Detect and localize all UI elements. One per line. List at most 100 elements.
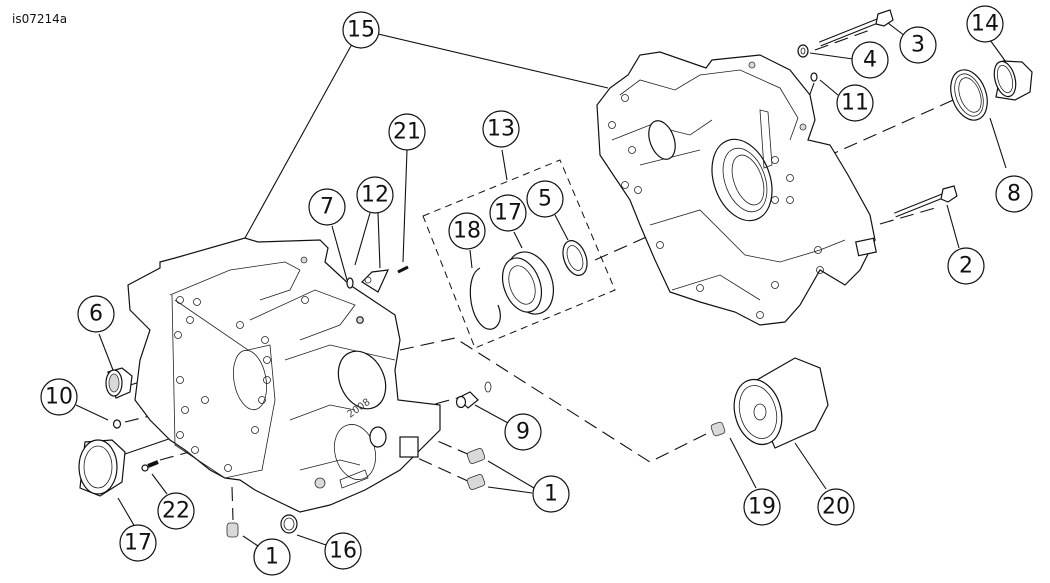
callout-10[interactable]: 10 <box>40 378 78 416</box>
callout-5[interactable]: 5 <box>526 180 564 218</box>
svg-text:3: 3 <box>911 33 925 58</box>
leader-20 <box>794 442 827 490</box>
axis-line-filter <box>399 337 719 463</box>
bolt-2 <box>894 185 958 218</box>
svg-text:1: 1 <box>265 545 279 570</box>
leader-17-bottom <box>117 497 136 528</box>
leader-7 <box>331 225 348 281</box>
right-crankcase-half <box>596 51 877 326</box>
svg-text:12: 12 <box>361 183 389 208</box>
seal-5 <box>562 240 588 276</box>
leader-9 <box>474 404 509 424</box>
axis-line-bolt2 <box>879 207 936 225</box>
svg-text:16: 16 <box>329 539 357 564</box>
svg-text:11: 11 <box>841 91 869 116</box>
callout-16[interactable]: 16 <box>324 532 362 570</box>
leader-22 <box>151 473 168 495</box>
sensor-bracket-12 <box>361 269 389 293</box>
drain-plug-16 <box>280 514 298 534</box>
callout-6[interactable]: 6 <box>77 295 115 333</box>
svg-text:22: 22 <box>162 499 190 524</box>
callout-22[interactable]: 22 <box>157 492 195 530</box>
bearing-race-14 <box>993 60 1033 101</box>
callout-3[interactable]: 3 <box>899 26 937 64</box>
callout-11[interactable]: 11 <box>836 84 874 122</box>
callout-17-top[interactable]: 17 <box>489 194 527 232</box>
svg-text:7: 7 <box>320 195 334 220</box>
callout-7[interactable]: 7 <box>308 188 346 226</box>
leader-5 <box>554 214 569 241</box>
axis-line-10 <box>124 404 196 423</box>
oil-seal-8 <box>950 69 988 121</box>
needle-bearing-6 <box>105 367 133 399</box>
leader-11 <box>819 79 839 96</box>
fitting-9 <box>455 381 492 409</box>
dowel-11 <box>810 72 818 82</box>
svg-text:10: 10 <box>45 385 73 410</box>
svg-text:17: 17 <box>494 201 522 226</box>
callout-21[interactable]: 21 <box>388 113 426 151</box>
leader-17-top <box>513 231 523 249</box>
leader-14 <box>989 39 1007 63</box>
callout-9[interactable]: 9 <box>504 413 542 451</box>
plug-1-bottom <box>226 522 239 538</box>
leader-13 <box>501 149 508 181</box>
callout-1-bottom[interactable]: 1 <box>253 538 291 576</box>
leader-4 <box>809 52 854 60</box>
callout-15[interactable]: 15 <box>342 11 380 49</box>
svg-text:9: 9 <box>516 420 530 445</box>
svg-text:13: 13 <box>487 117 515 142</box>
svg-text:21: 21 <box>393 120 421 145</box>
leader-19 <box>729 437 757 489</box>
leader-2 <box>946 204 960 249</box>
callout-4[interactable]: 4 <box>851 41 889 79</box>
svg-text:19: 19 <box>748 495 776 520</box>
callout-14[interactable]: 14 <box>966 5 1004 43</box>
retaining-ring-18 <box>469 267 501 330</box>
callout-12[interactable]: 12 <box>356 176 394 214</box>
svg-text:14: 14 <box>971 12 999 37</box>
svg-text:4: 4 <box>863 48 877 73</box>
callout-2[interactable]: 2 <box>947 247 985 285</box>
oil-filter-20 <box>733 357 829 449</box>
callout-13[interactable]: 13 <box>482 110 520 148</box>
washer-4 <box>797 44 809 58</box>
screw-22 <box>141 460 159 472</box>
leader-21 <box>402 149 408 263</box>
callout-20[interactable]: 20 <box>817 488 855 526</box>
leader-1-b <box>487 486 533 494</box>
figure-id-label: is07214a <box>12 12 68 26</box>
leader-1-bottom <box>242 535 259 547</box>
bearing-kit-box <box>422 159 616 349</box>
leader-8 <box>989 117 1007 169</box>
axis-line-bolt3 <box>814 29 871 51</box>
svg-text:15: 15 <box>347 18 375 43</box>
left-crankcase-half: 2008 <box>127 237 441 513</box>
dowel-10 <box>112 419 122 429</box>
svg-text:18: 18 <box>453 219 481 244</box>
svg-text:6: 6 <box>89 302 103 327</box>
leader-10 <box>75 404 109 421</box>
bearing-17-bottom <box>78 439 126 497</box>
callout-1-right[interactable]: 1 <box>532 475 570 513</box>
leader-15-left <box>244 43 353 239</box>
svg-text:17: 17 <box>124 531 152 556</box>
bearing-17-kit <box>501 251 554 315</box>
svg-text:5: 5 <box>538 187 552 212</box>
callout-17-bottom[interactable]: 17 <box>119 524 157 562</box>
callout-8[interactable]: 8 <box>995 175 1033 213</box>
leader-12a <box>354 212 371 266</box>
callout-18[interactable]: 18 <box>448 212 486 250</box>
leader-6 <box>98 333 114 371</box>
leader-18 <box>469 249 473 269</box>
adapter-19 <box>710 421 726 437</box>
leader-1-a <box>487 460 535 489</box>
svg-text:1: 1 <box>544 482 558 507</box>
svg-text:8: 8 <box>1007 182 1021 207</box>
leader-12b <box>377 212 381 269</box>
callout-19[interactable]: 19 <box>743 488 781 526</box>
svg-text:20: 20 <box>822 495 850 520</box>
leader-3 <box>887 22 906 37</box>
screw-21 <box>397 265 409 274</box>
